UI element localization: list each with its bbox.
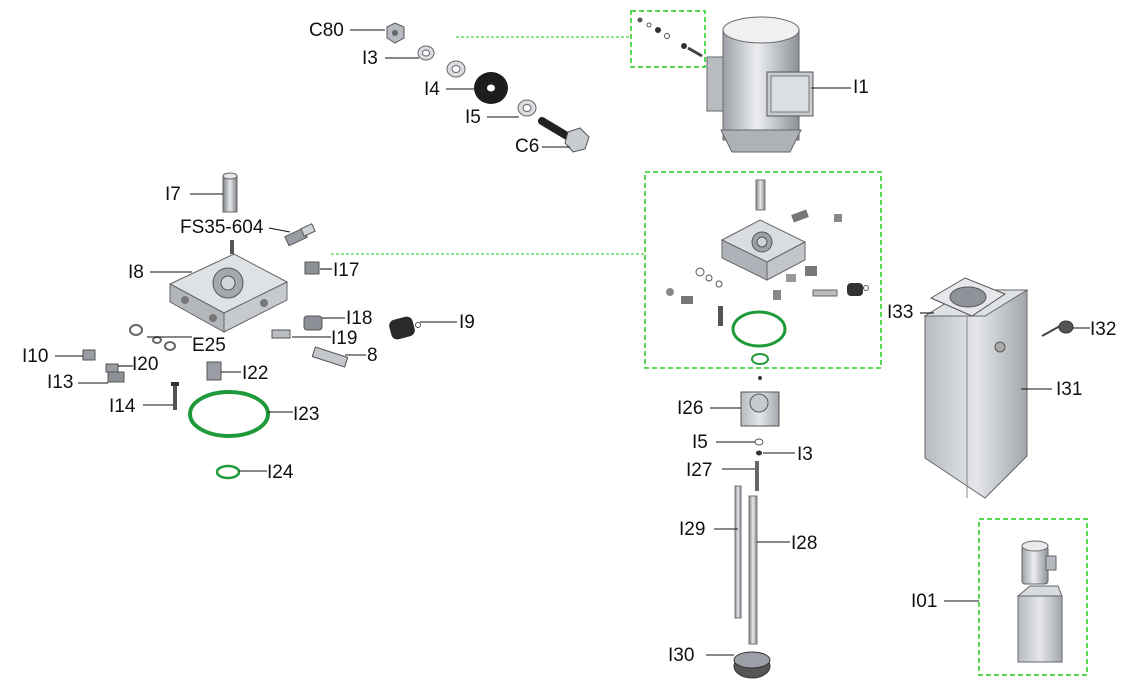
label-i5-pump: I5 [692,432,708,453]
label-i8: I8 [128,262,144,283]
label-i33: I33 [887,302,914,323]
hex-nut-c80 [386,22,405,44]
label-i32: I32 [1090,319,1117,340]
solenoid-coil-i9 [389,316,421,340]
label-i10: I10 [22,346,49,367]
label-i26: I26 [677,398,704,419]
leader-lines [55,29,1090,656]
valve-i19 [271,329,291,339]
o-ring-i23 [188,390,270,438]
label-i3-pump: I3 [797,444,813,465]
return-pipe-i29 [734,485,742,619]
label-i14: I14 [109,396,136,417]
washer-i5 [517,99,537,117]
label-i7: I7 [165,184,181,205]
tank-i31 [923,289,1029,499]
label-i30: I30 [668,645,695,666]
label-i27: I27 [686,460,713,481]
label-i13: I13 [47,372,74,393]
label-i31: I31 [1056,379,1083,400]
label-fs35-604: FS35-604 [180,217,264,238]
label-i20: I20 [132,354,159,375]
filter-i30 [733,651,771,679]
suction-pipe-i28 [748,495,758,645]
label-i17: I17 [333,260,360,281]
cartridge-valve-8 [311,346,349,368]
label-i28: I28 [791,533,818,554]
hex-bolt-c6 [538,117,590,153]
label-e25: E25 [192,335,226,356]
fitting-i22 [206,361,222,381]
rubber-pad [474,72,508,104]
small-seals [754,438,764,456]
washer-i4 [446,60,466,78]
label-i22: I22 [242,363,269,384]
label-c6: C6 [515,136,540,157]
electric-motor [706,16,814,153]
label-8: 8 [367,345,378,366]
detail-box-assembled-unit [978,518,1088,676]
bolt-i27 [755,461,759,491]
label-i3: I3 [362,48,378,69]
detail-box-manifold [331,171,882,369]
washer-i3 [417,45,435,61]
tank-flange-i33 [929,277,1007,317]
label-i1: I1 [853,77,869,98]
manifold-block-i8 [168,240,289,333]
label-i4: I4 [424,79,440,100]
fitting-i20 [105,363,119,373]
spacer-i7 [222,172,238,213]
o-ring-i24 [215,464,241,480]
label-i18: I18 [346,308,373,329]
plug-i18 [303,315,323,331]
label-i9: I9 [459,312,475,333]
detail-box-hardware [456,10,706,68]
label-c80: C80 [309,20,344,41]
label-i5: I5 [465,107,481,128]
fitting-i13 [107,371,125,383]
label-i01: I01 [911,591,938,612]
label-i19: I19 [331,328,358,349]
fitting-fs35-604 [284,223,316,247]
breather-cap-i32 [1041,320,1074,337]
bolt-i14 [171,382,179,410]
gear-pump-i26 [740,376,780,427]
label-i24: I24 [267,462,294,483]
label-i23: I23 [293,404,320,425]
plug-i17 [304,261,320,275]
label-i29: I29 [679,519,706,540]
plug-i10 [82,349,96,361]
